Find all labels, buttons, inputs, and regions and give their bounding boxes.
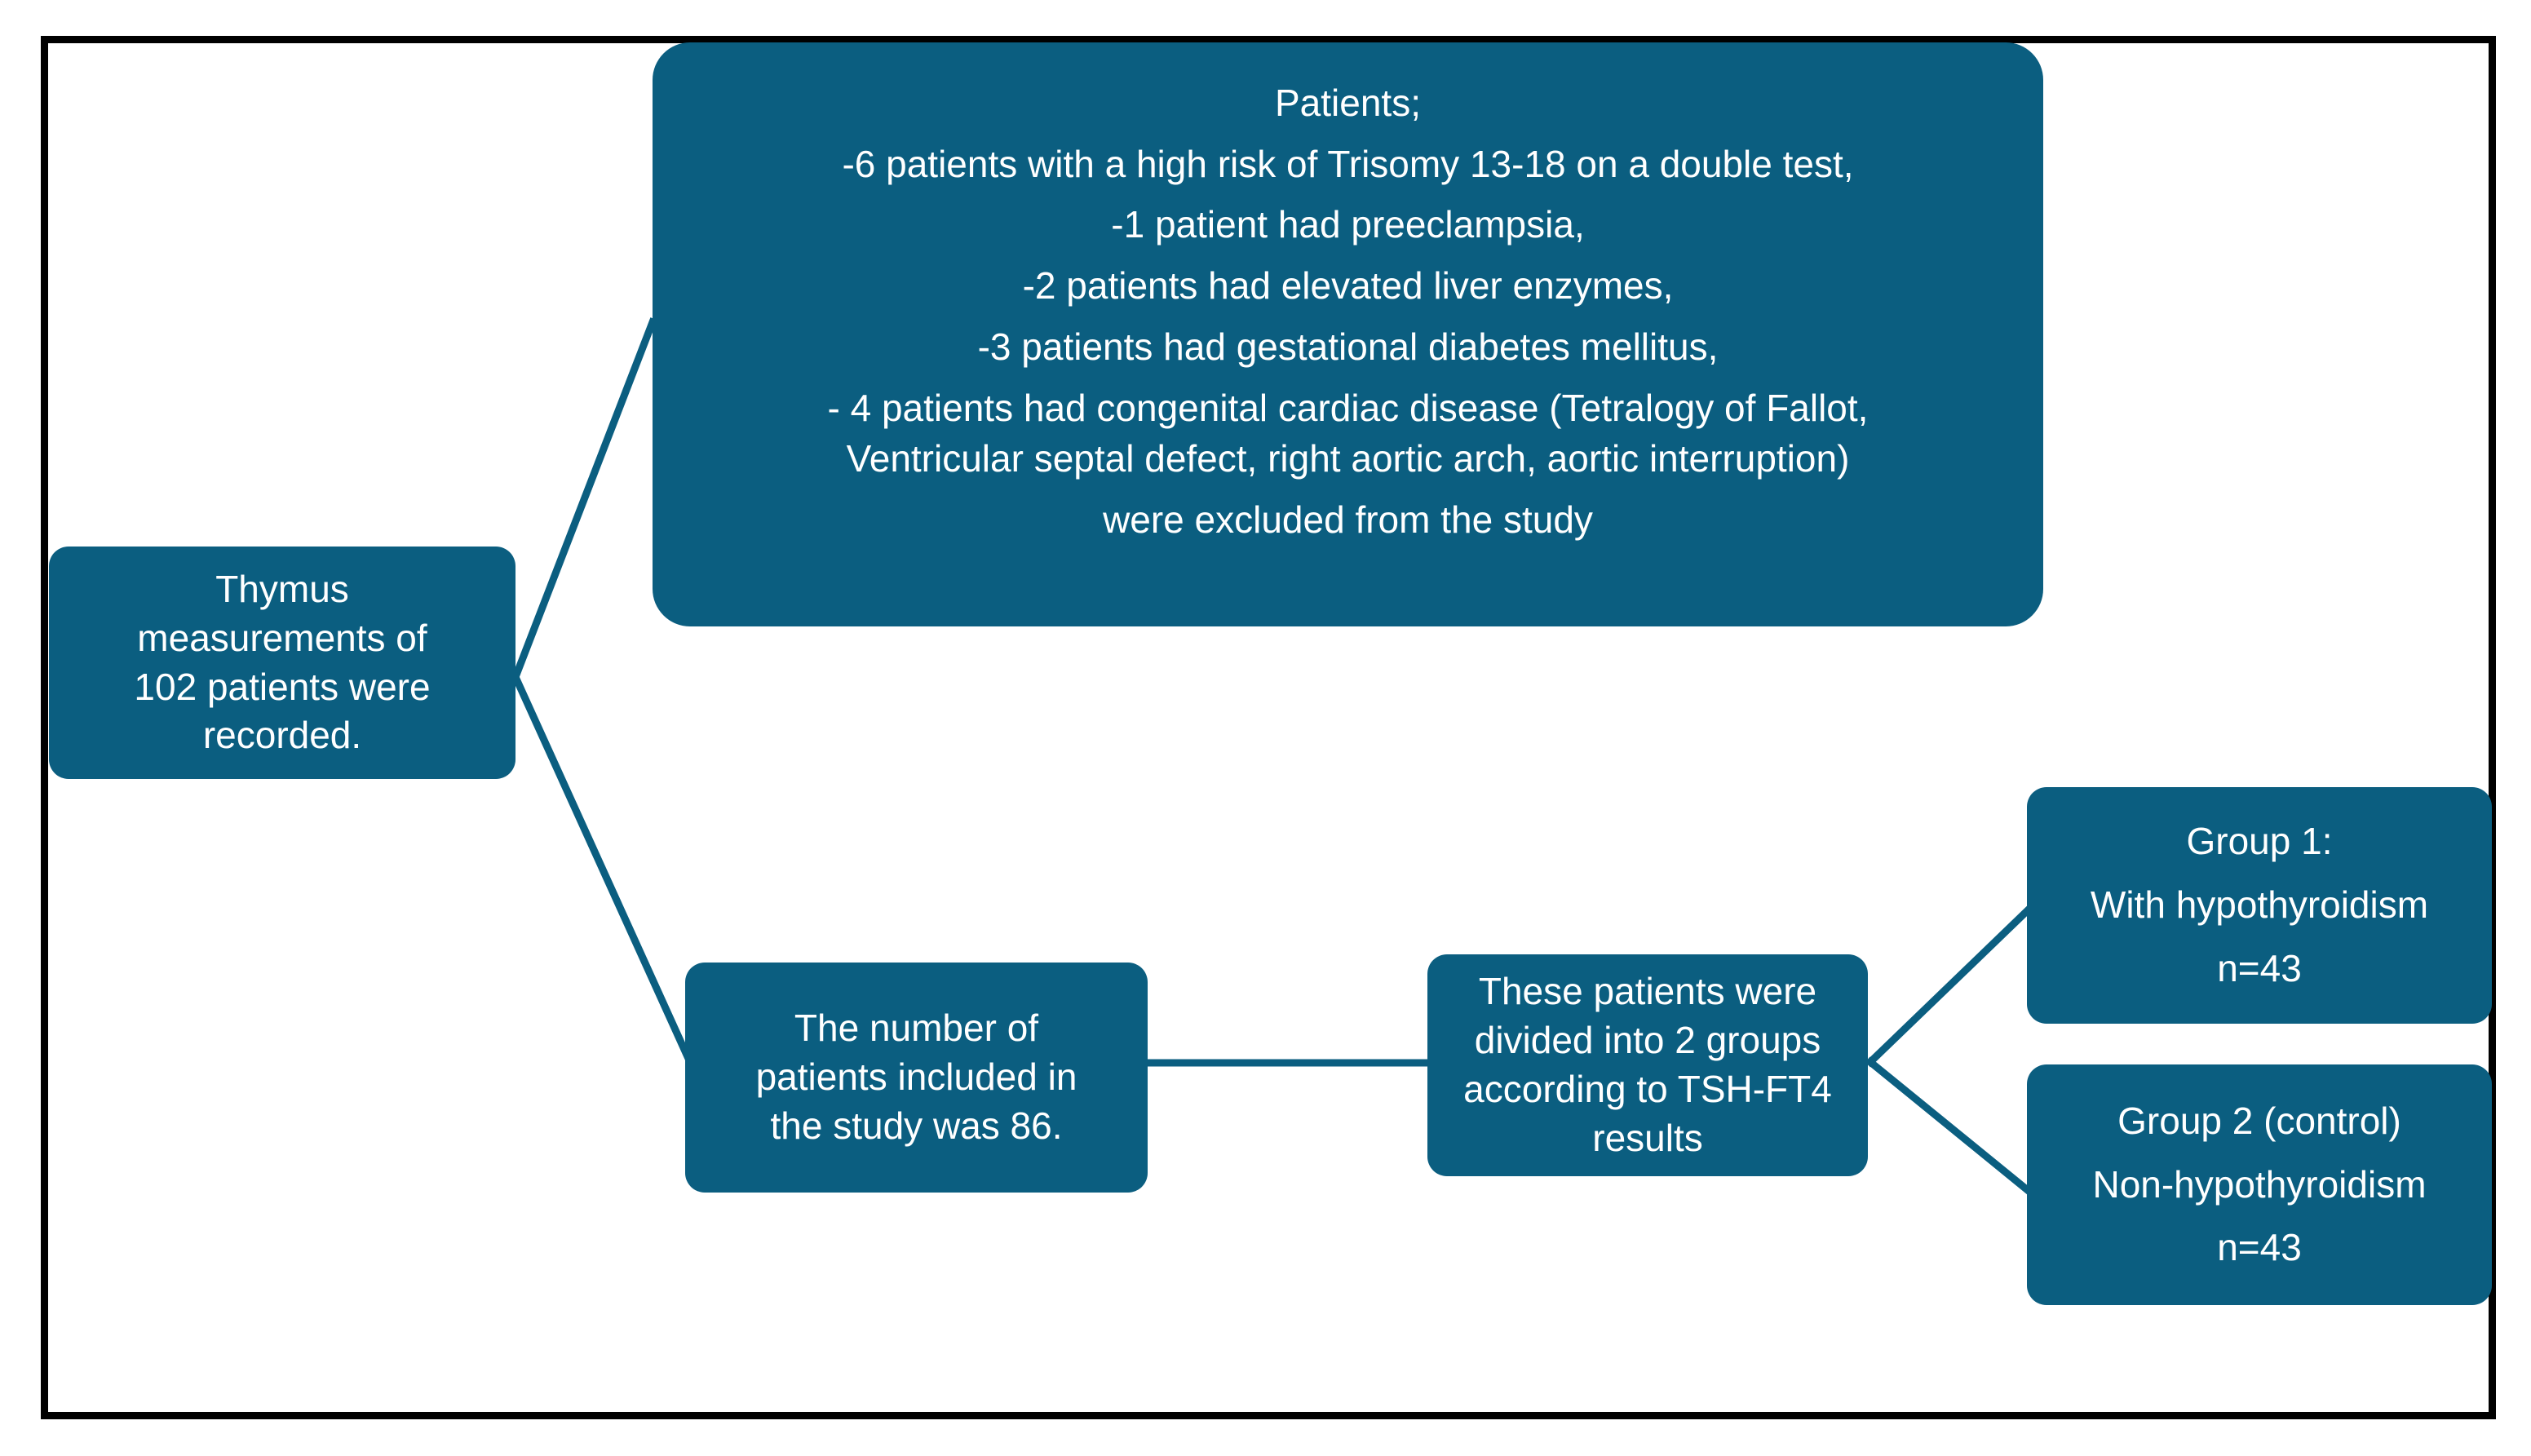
exclusion-line-liver-enzymes: -2 patients had elevated liver enzymes, — [1022, 264, 1674, 308]
exclusion-line-cardiac-disease-cont: Ventricular septal defect, right aortic … — [846, 437, 1850, 480]
node-thymus-measurements[interactable]: Thymus measurements of 102 patients were… — [49, 547, 515, 779]
exclusion-line-heading: Patients; — [1275, 82, 1421, 124]
included-line-2: patients included in — [755, 1055, 1077, 1099]
included-line-1: The number of — [794, 1007, 1039, 1050]
exclusion-line-cardiac-disease: - 4 patients had congenital cardiac dise… — [827, 386, 1869, 429]
group1-description: With hypothyroidism — [2090, 883, 2429, 927]
group1-title: Group 1: — [2186, 820, 2333, 863]
figure-border — [41, 36, 2496, 1419]
divided-line-2: divided into 2 groups — [1474, 1019, 1821, 1062]
thymus-line-3: 102 patients were — [134, 665, 431, 708]
thymus-line-2: measurements of — [137, 616, 427, 659]
group2-description: Non-hypothyroidism — [2092, 1162, 2427, 1206]
exclusion-line-conclusion: were excluded from the study — [1103, 498, 1593, 542]
node-divided-into-groups[interactable]: These patients were divided into 2 group… — [1427, 954, 1868, 1176]
divided-line-1: These patients were — [1478, 970, 1817, 1013]
group2-sample-size: n=43 — [2217, 1226, 2302, 1269]
thymus-line-1: Thymus — [215, 567, 349, 610]
node-patients-included[interactable]: The number of patients included in the s… — [685, 963, 1148, 1193]
node-group-1-hypothyroidism[interactable]: Group 1: With hypothyroidism n=43 — [2027, 787, 2492, 1024]
exclusion-line-trisomy: -6 patients with a high risk of Trisomy … — [842, 142, 1854, 185]
exclusion-line-preeclampsia: -1 patient had preeclampsia, — [1111, 203, 1585, 246]
node-group-2-control[interactable]: Group 2 (control) Non-hypothyroidism n=4… — [2027, 1064, 2492, 1305]
divided-line-3: according to TSH-FT4 — [1463, 1068, 1832, 1110]
divided-line-4: results — [1592, 1116, 1703, 1159]
included-line-3: the study was 86. — [770, 1104, 1063, 1147]
thymus-line-4: recorded. — [202, 714, 362, 757]
group1-sample-size: n=43 — [2217, 946, 2302, 989]
exclusion-line-gestational-diabetes: -3 patients had gestational diabetes mel… — [977, 325, 1719, 368]
group2-title: Group 2 (control) — [2117, 1099, 2401, 1142]
node-excluded-patients[interactable]: Patients; -6 patients with a high risk o… — [653, 42, 2043, 626]
